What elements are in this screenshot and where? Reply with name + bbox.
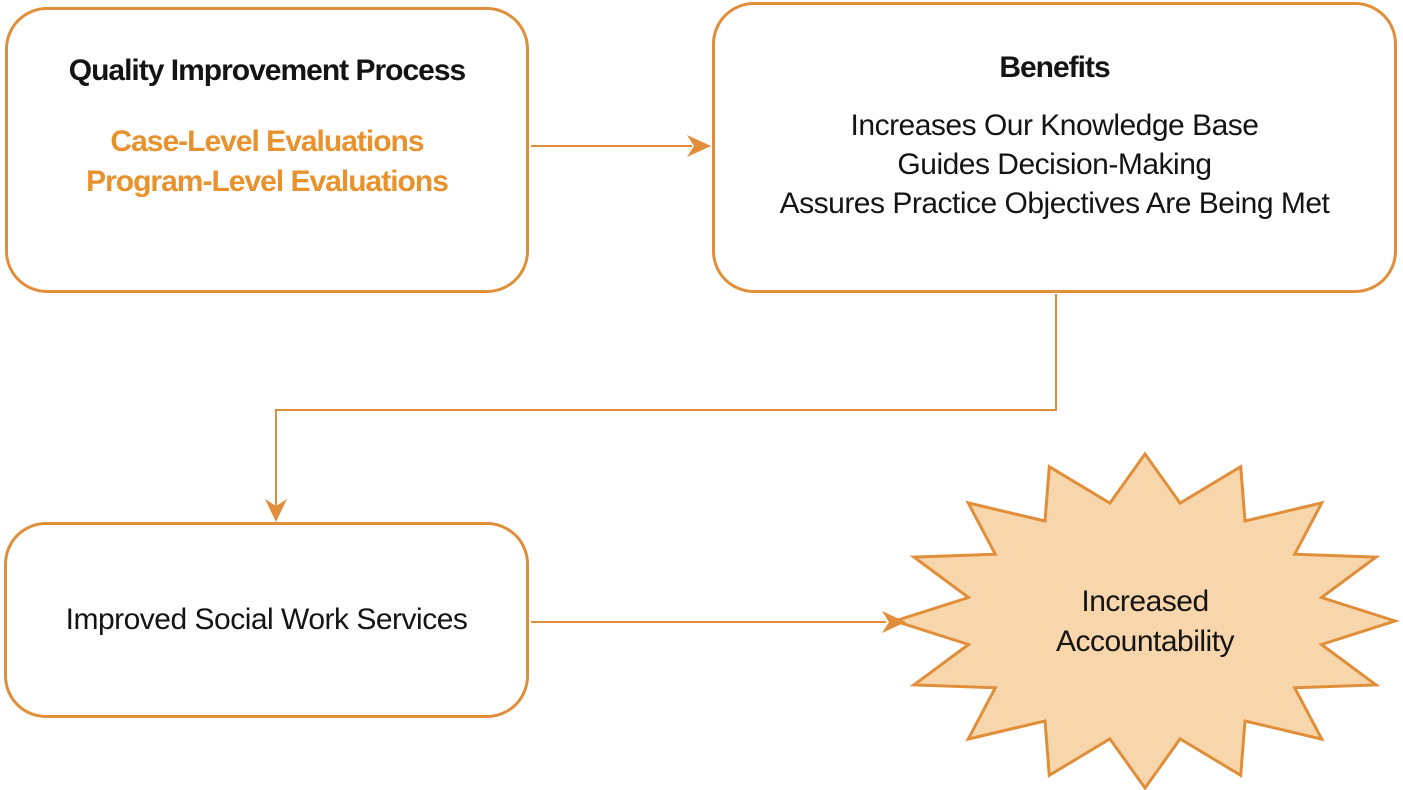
benefits-box-title: Benefits <box>999 51 1110 84</box>
benefit-item-objectives: Assures Practice Objectives Are Being Me… <box>779 187 1330 220</box>
arrow-qip-to-benefits-head-icon <box>687 135 711 157</box>
connector-benefits-to-improved-head-icon <box>265 499 287 522</box>
starburst-label-line2: Accountability <box>1055 625 1235 658</box>
qip-box-items: Case-Level Evaluations Program-Level Eva… <box>5 122 529 202</box>
benefit-item-decision: Guides Decision-Making <box>897 148 1212 181</box>
improved-services-label: Improved Social Work Services <box>65 603 468 636</box>
starburst-label-line1: Increased <box>1081 585 1209 618</box>
benefits-box <box>712 2 1397 293</box>
starburst-label: Increased Accountability <box>995 582 1295 662</box>
qip-item-program-level: Program-Level Evaluations <box>86 165 449 198</box>
connector-benefits-to-improved-line <box>275 294 1057 510</box>
benefits-box-items: Increases Our Knowledge Base Guides Deci… <box>712 106 1397 223</box>
arrow-improved-to-star-head-icon <box>882 611 906 633</box>
improved-services-box <box>4 522 529 718</box>
qip-box <box>5 7 529 293</box>
qip-item-case-level: Case-Level Evaluations <box>110 125 424 158</box>
qip-box-title: Quality Improvement Process <box>68 54 467 87</box>
benefit-item-knowledge: Increases Our Knowledge Base <box>850 109 1259 142</box>
